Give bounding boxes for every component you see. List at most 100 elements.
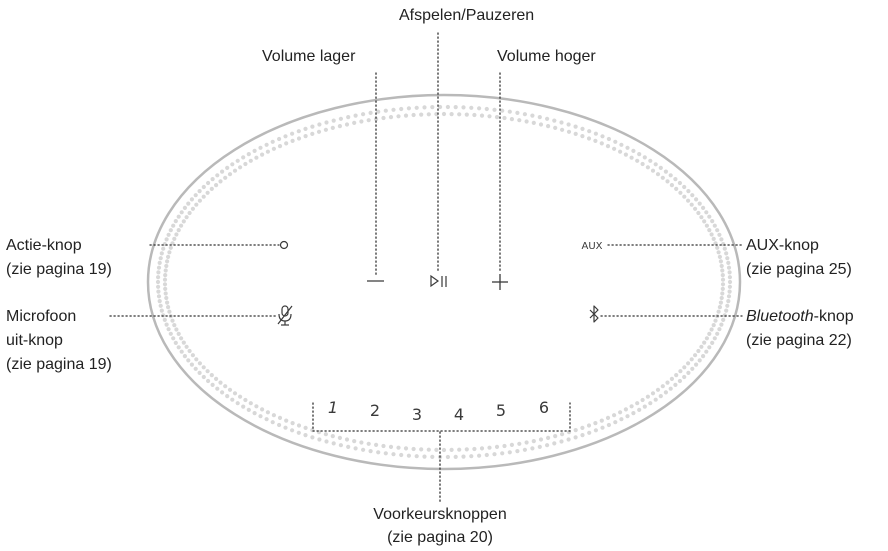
light-ring-dot: [406, 453, 411, 458]
light-ring-dot: [264, 417, 269, 422]
light-ring-dot: [593, 138, 598, 143]
leader-lines: [109, 32, 743, 504]
light-ring-dot: [290, 428, 295, 433]
light-ring-dot: [317, 122, 322, 127]
light-ring-dot: [173, 340, 178, 345]
light-ring-dot: [522, 112, 528, 117]
light-ring-dot: [414, 454, 419, 459]
light-ring-dot: [162, 317, 167, 322]
speaker-outline: [146, 93, 742, 471]
light-ring-dot: [414, 105, 419, 110]
action-circle-icon[interactable]: [279, 240, 289, 250]
light-ring-dot: [419, 112, 424, 117]
preset-3[interactable]: 3: [412, 405, 422, 424]
light-ring-dot: [241, 404, 246, 409]
light-ring-dot: [168, 228, 173, 233]
light-ring-dot: [479, 113, 485, 118]
light-ring-dot: [303, 425, 308, 430]
light-ring-dot: [713, 318, 718, 323]
light-ring-dot: [546, 435, 551, 440]
light-ring-dot: [337, 124, 342, 129]
light-ring-dot: [179, 223, 184, 228]
light-ring-dot: [179, 336, 184, 341]
light-ring-dot: [352, 120, 357, 125]
light-ring-dot: [673, 382, 678, 387]
light-ring-dot: [270, 420, 275, 425]
light-ring-dot: [650, 391, 656, 396]
light-ring-dot: [653, 162, 658, 167]
mic-off-icon[interactable]: [277, 305, 293, 326]
light-ring-dot: [524, 119, 529, 124]
light-ring-dot: [713, 241, 718, 246]
light-ring-dot: [530, 446, 535, 451]
light-ring-dot: [238, 165, 243, 170]
light-ring-dot: [580, 425, 585, 430]
light-ring-dot: [399, 106, 404, 112]
light-ring-dot: [704, 210, 709, 215]
light-ring-dot: [376, 450, 381, 455]
light-ring-dot: [168, 331, 173, 336]
bluetooth-icon[interactable]: [589, 305, 599, 323]
light-ring-dot: [677, 378, 683, 384]
preset-2[interactable]: 2: [370, 401, 380, 420]
play-pause-icon[interactable]: [430, 274, 447, 288]
light-ring-dot: [411, 112, 416, 118]
preset-5[interactable]: 5: [496, 401, 506, 420]
bluetooth-suffix: -knop: [813, 308, 854, 325]
mic-off-label-line2: uit-knop: [6, 332, 63, 349]
light-ring-dot: [507, 109, 512, 114]
light-ring-dot: [209, 373, 214, 378]
light-ring-dot: [403, 113, 409, 118]
light-ring-dot: [559, 120, 564, 125]
light-ring-dot: [388, 115, 394, 120]
aux-label[interactable]: AUX: [581, 241, 602, 252]
light-ring-dot: [613, 139, 618, 144]
light-ring-dot: [258, 145, 263, 150]
light-ring-dot: [464, 112, 469, 117]
light-ring-dot: [682, 374, 687, 380]
light-ring-dot: [316, 129, 322, 134]
light-ring-dot: [171, 336, 176, 341]
light-ring-dot: [190, 206, 195, 211]
light-ring-dot: [494, 115, 500, 120]
light-ring-dot: [184, 215, 189, 220]
preset-6[interactable]: 6: [539, 398, 549, 417]
light-ring-dot: [553, 125, 558, 130]
light-ring-dot: [648, 158, 653, 163]
light-ring-dot: [593, 131, 599, 136]
light-ring-dot: [566, 122, 571, 127]
volume-plus-icon[interactable]: [492, 274, 508, 290]
light-ring-dot: [186, 201, 191, 206]
light-ring-dot: [553, 434, 558, 439]
light-ring-dot: [225, 165, 230, 170]
light-ring-dot: [566, 437, 571, 442]
preset-1[interactable]: 1: [328, 398, 338, 417]
light-ring-dot: [538, 437, 544, 442]
presets-label: Voorkeursknoppen: [373, 506, 507, 523]
light-ring-dot: [573, 428, 578, 433]
light-ring-dot: [161, 313, 166, 318]
light-ring-dot: [580, 433, 585, 438]
light-ring-dot: [704, 336, 710, 341]
light-ring-dot: [686, 361, 691, 366]
light-ring-dot: [492, 107, 497, 112]
light-ring-dot: [161, 246, 166, 251]
light-ring-dot: [710, 340, 715, 345]
light-ring-dot: [168, 245, 173, 250]
light-ring-dot: [406, 106, 411, 111]
light-ring-dot: [712, 336, 717, 341]
preset-4[interactable]: 4: [454, 405, 464, 424]
light-ring-dot: [201, 184, 206, 190]
light-ring-dot: [167, 309, 172, 314]
light-ring-dot: [727, 275, 733, 280]
light-ring-dot: [600, 425, 605, 430]
light-ring-dot: [618, 149, 623, 154]
light-ring-dot: [205, 369, 210, 374]
light-ring-dot: [530, 113, 535, 118]
light-ring-dot: [717, 305, 723, 310]
light-ring-dot: [678, 369, 683, 374]
light-ring-dot: [715, 331, 720, 336]
light-ring-dot: [176, 331, 181, 336]
light-ring-dot: [720, 277, 726, 282]
light-ring-dot: [352, 439, 357, 444]
